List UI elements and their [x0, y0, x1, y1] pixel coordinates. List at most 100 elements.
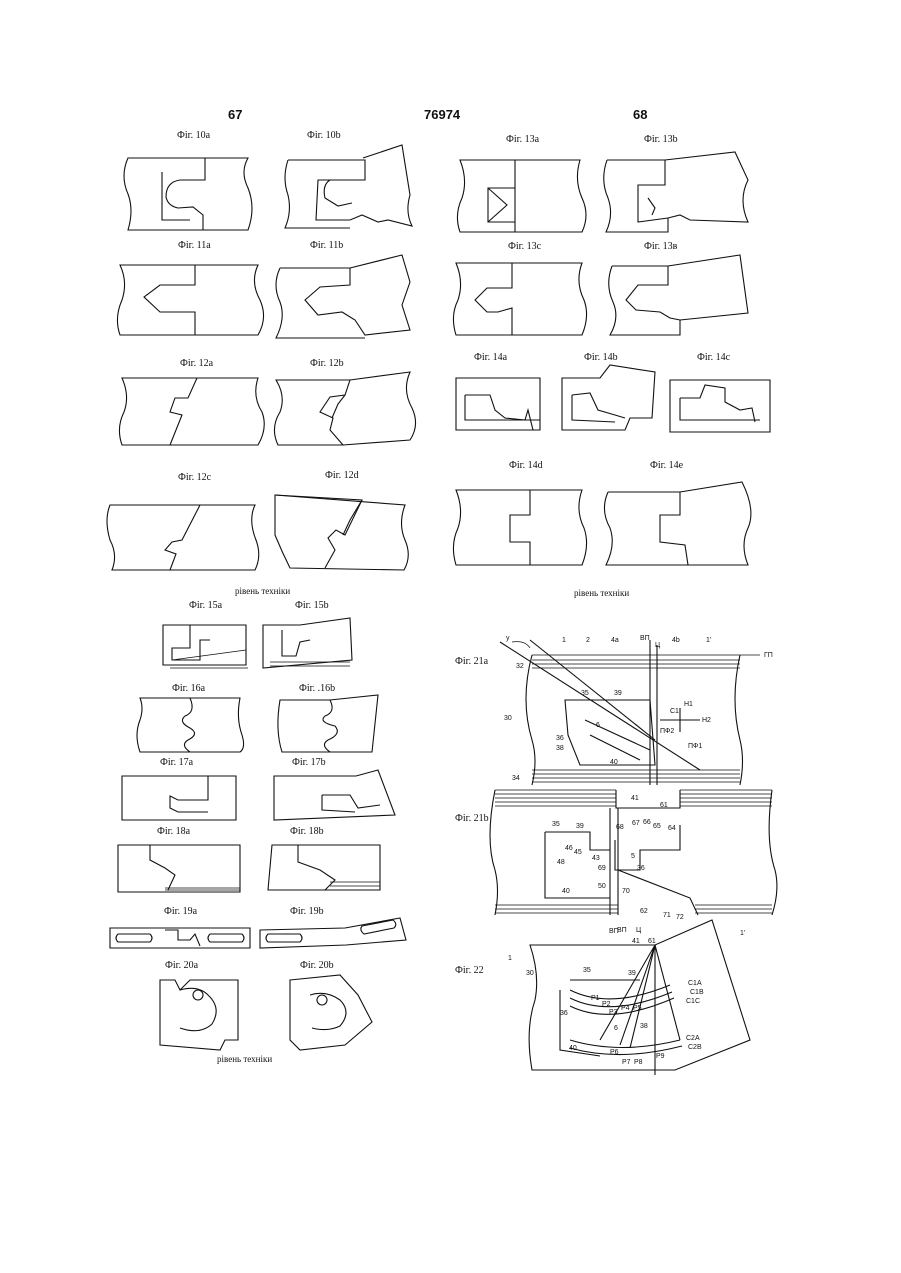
ref-label: C2A — [686, 1035, 700, 1042]
ref-label: 6 — [614, 1025, 618, 1032]
ref-label: C2B — [688, 1044, 702, 1051]
ref-label: ГП — [764, 652, 773, 659]
ref-label: ПФ1 — [688, 743, 702, 750]
ref-label: 62 — [640, 908, 648, 915]
fig-11b-drawing — [276, 255, 410, 338]
ref-label: ВП — [617, 927, 627, 934]
fig-13d-drawing — [609, 255, 748, 335]
ref-label: 65 — [653, 823, 661, 830]
ref-label: 50 — [598, 883, 606, 890]
ref-label: 43 — [592, 855, 600, 862]
ref-label: 61 — [648, 938, 656, 945]
fig-21a-drawing — [500, 640, 760, 785]
fig-14a-drawing — [456, 378, 540, 430]
fig-15a-drawing — [163, 625, 248, 668]
fig-14c-drawing — [670, 380, 770, 432]
fig-20a-drawing — [160, 980, 238, 1050]
ref-label: 34 — [512, 775, 520, 782]
fig-12a-drawing — [119, 378, 264, 445]
ref-label: 61 — [660, 802, 668, 809]
ref-label: P1 — [591, 995, 600, 1002]
ref-label: 68 — [616, 824, 624, 831]
ref-label: 36 — [637, 865, 645, 872]
ref-label: 64 — [668, 825, 676, 832]
ref-label: 4a — [611, 637, 619, 644]
ref-label: 35 — [552, 821, 560, 828]
fig-19a-drawing — [110, 928, 250, 948]
fig-13b-drawing — [604, 152, 748, 232]
ref-label: 69 — [598, 865, 606, 872]
ref-label: 39 — [614, 690, 622, 697]
ref-label: 48 — [557, 859, 565, 866]
ref-label: P6 — [610, 1049, 619, 1056]
ref-label: 41 — [632, 938, 640, 945]
ref-label: 1' — [740, 930, 745, 937]
ref-label: 32 — [516, 663, 524, 670]
fig-16b-drawing — [278, 695, 378, 752]
ref-label: Ц — [636, 927, 642, 934]
ref-label: C1C — [686, 998, 700, 1005]
ref-label: C1A — [688, 980, 702, 987]
fig-15b-drawing — [263, 618, 352, 668]
ref-label: 38 — [640, 1023, 648, 1030]
fig-17a-drawing — [122, 776, 236, 820]
ref-label: H2 — [702, 717, 711, 724]
ref-label: C1 — [670, 708, 679, 715]
fig-18b-drawing — [268, 845, 380, 890]
ref-label: y — [506, 635, 510, 642]
ref-label: 40 — [610, 759, 618, 766]
fig-12c-drawing — [107, 505, 259, 570]
ref-label: P9 — [656, 1053, 665, 1060]
ref-label: 45 — [574, 849, 582, 856]
ref-label: 2 — [586, 637, 590, 644]
fig-19b-drawing — [260, 918, 406, 948]
fig-12b-drawing — [274, 372, 415, 445]
ref-label: C1B — [690, 989, 704, 996]
ref-label: 35 — [581, 690, 589, 697]
ref-label: 67 — [632, 820, 640, 827]
fig-10b-drawing — [285, 145, 412, 228]
ref-label: 1' — [706, 637, 711, 644]
fig-17b-drawing — [274, 770, 395, 820]
ref-label: 1 — [562, 637, 566, 644]
ref-label: 36 — [560, 1010, 568, 1017]
fig-18a-drawing — [118, 845, 240, 892]
ref-label: H1 — [684, 701, 693, 708]
ref-label: 46 — [565, 845, 573, 852]
ref-label: P4 — [621, 1005, 630, 1012]
ref-label: 70 — [622, 888, 630, 895]
ref-label: 41 — [631, 795, 639, 802]
fig-13a-drawing — [457, 160, 586, 232]
fig-14d-drawing — [453, 490, 586, 565]
ref-label: 36 — [556, 735, 564, 742]
ref-label: ПФ2 — [660, 728, 674, 735]
fig-13c-drawing — [453, 263, 586, 335]
ref-label: Ц — [655, 642, 661, 649]
fig-14b-drawing — [562, 365, 655, 430]
fig-14e-drawing — [604, 482, 750, 565]
ref-label: P3 — [609, 1009, 618, 1016]
ref-label: 39 — [628, 970, 636, 977]
ref-label: 30 — [504, 715, 512, 722]
fig-12d-drawing — [275, 495, 408, 570]
ref-label: 4b — [672, 637, 680, 644]
ref-label: P2 — [602, 1001, 611, 1008]
fig-16a-drawing — [137, 698, 244, 752]
ref-label: 30 — [526, 970, 534, 977]
ref-label: P8 — [634, 1059, 643, 1066]
ref-label: 40 — [569, 1045, 577, 1052]
ref-label: 35 — [583, 967, 591, 974]
fig-10a-drawing — [124, 158, 252, 230]
ref-label: 1 — [508, 955, 512, 962]
fig-11a-drawing — [117, 265, 263, 335]
ref-label: ВП — [640, 635, 650, 642]
ref-label: 6 — [596, 722, 600, 729]
fig-20b-drawing — [290, 975, 372, 1050]
ref-label: 39 — [576, 823, 584, 830]
ref-label: 38 — [556, 745, 564, 752]
ref-label: P5 — [633, 1005, 642, 1012]
ref-label: 40 — [562, 888, 570, 895]
ref-label: 71 — [663, 912, 671, 919]
ref-label: P7 — [622, 1059, 631, 1066]
